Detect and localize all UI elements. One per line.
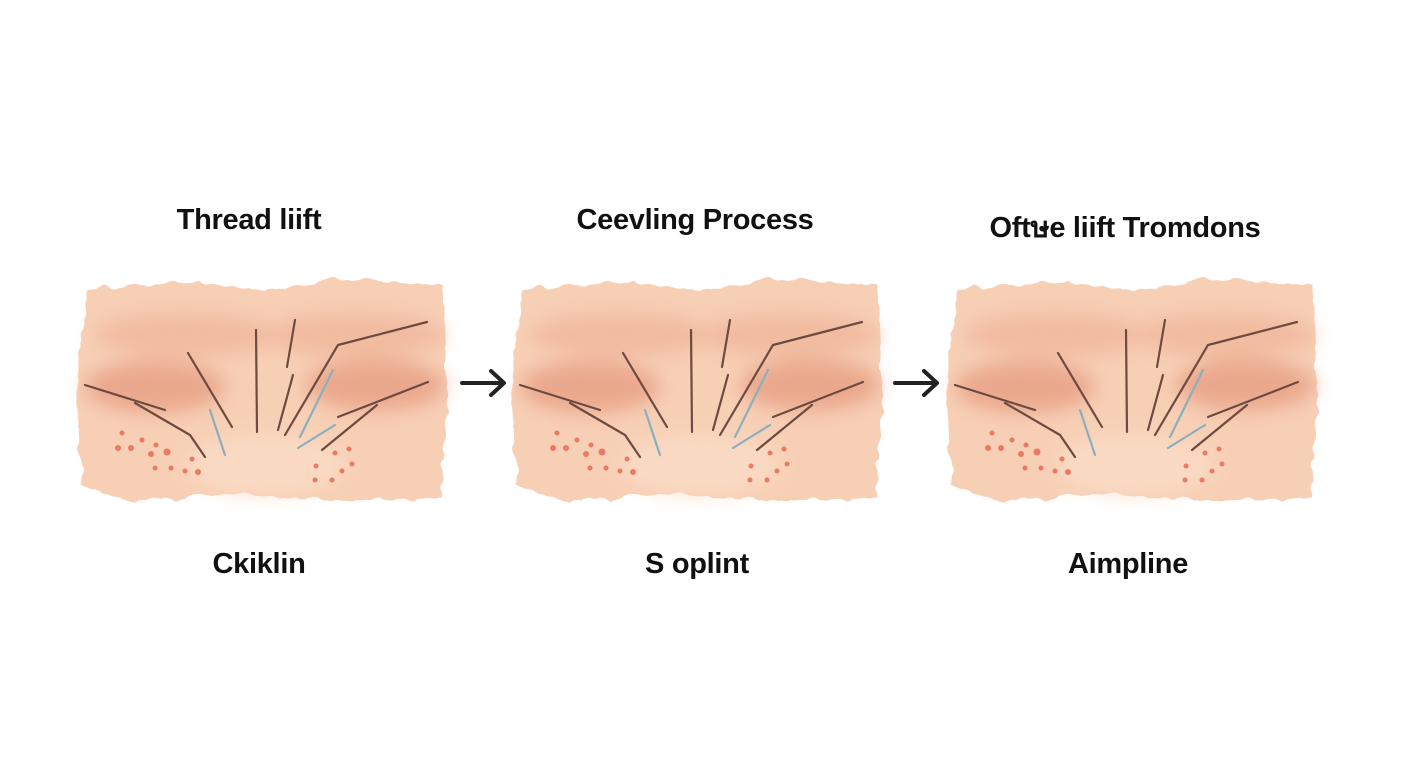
skin-panel-3	[947, 279, 1317, 503]
stage-1-label: Ckiklin	[212, 548, 306, 580]
stage-3-title: Oftษe liift Tromdons	[989, 212, 1261, 244]
skin-panel-1	[77, 279, 447, 503]
skin-panel-2	[512, 279, 882, 503]
stage-2-title: Ceevling Process	[576, 204, 814, 236]
arrow-right-icon	[460, 369, 506, 397]
stage-1-title: Thread liift	[176, 204, 322, 236]
arrow-right-icon	[893, 369, 939, 397]
stage-3-label: Aimpline	[1067, 548, 1189, 580]
stage-2-label: S oplint	[645, 548, 749, 580]
